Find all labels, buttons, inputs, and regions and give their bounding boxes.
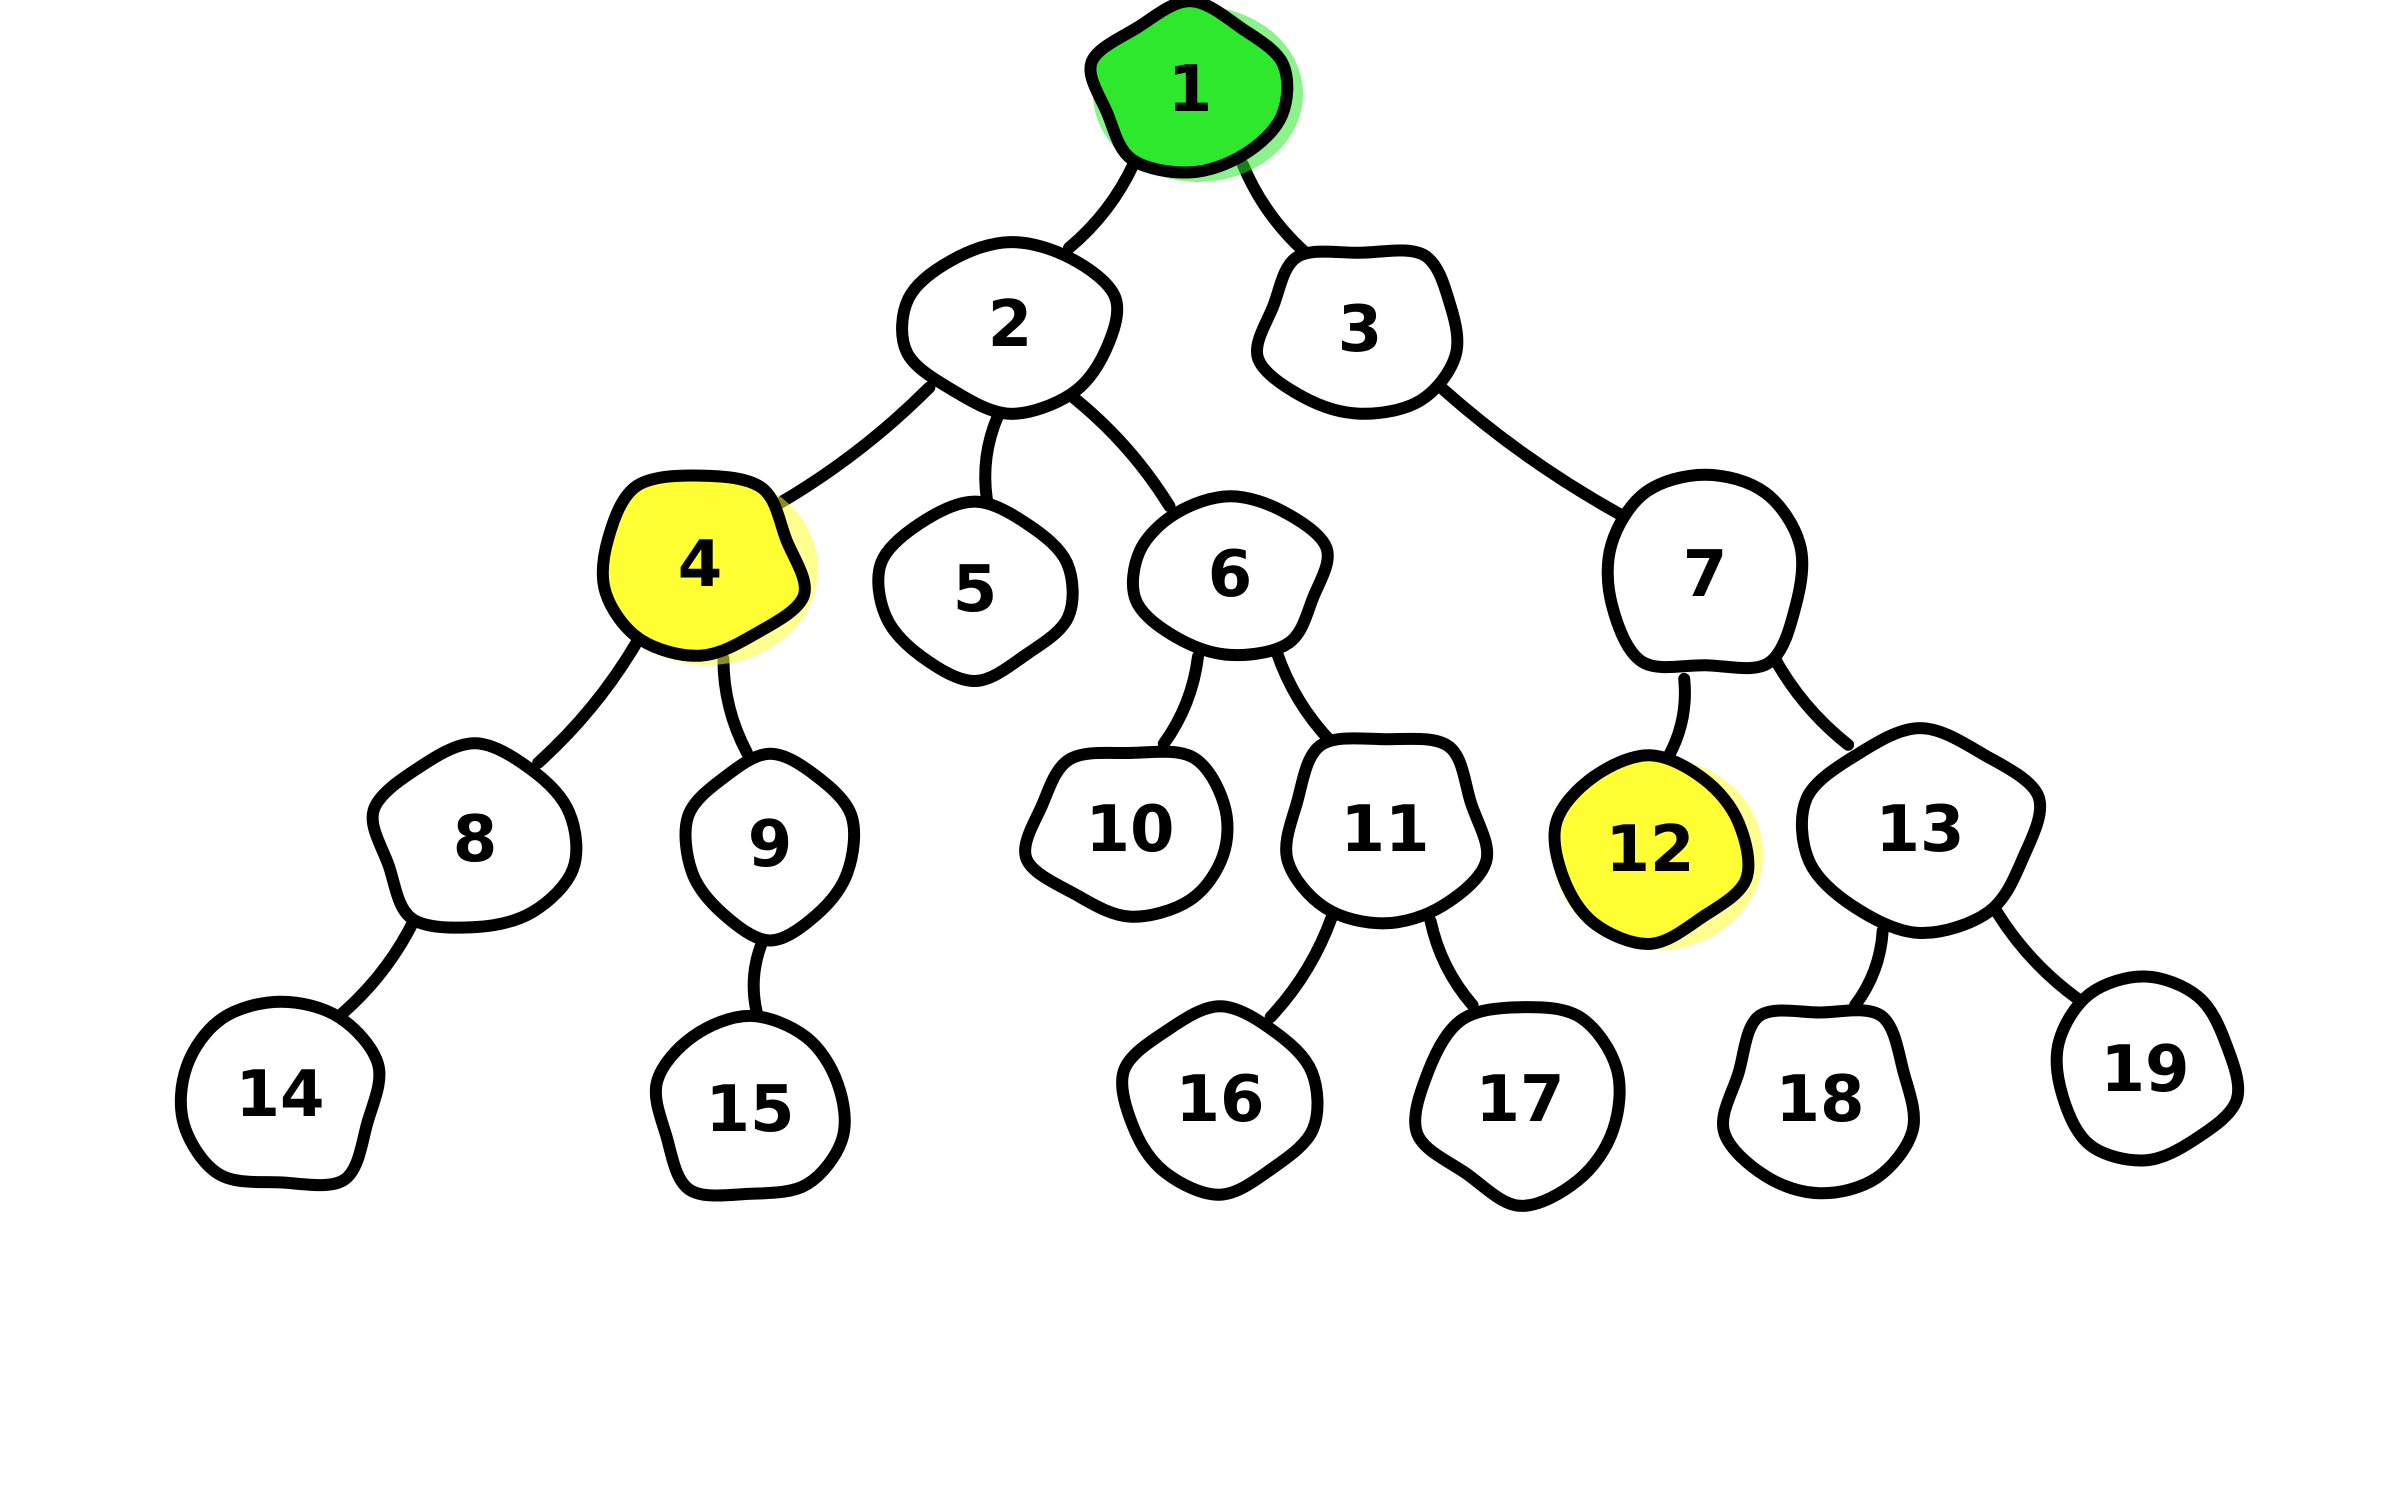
edge-11-17 <box>1424 915 1479 1012</box>
node-circle-1 <box>1084 0 1294 179</box>
node-circle-15 <box>649 1009 851 1202</box>
tree-node-7: 7 <box>1601 468 1809 675</box>
tree-node-9: 9 <box>679 747 861 947</box>
edge-2-4 <box>774 381 936 509</box>
tree-node-12: 12 <box>1548 749 1763 950</box>
tree-node-1: 1 <box>1084 0 1303 182</box>
node-label-17: 17 <box>1475 1063 1564 1137</box>
edge-7-12 <box>1662 672 1691 762</box>
node-label-9: 9 <box>748 808 793 882</box>
node-circle-6 <box>1126 490 1334 662</box>
edge-2-6 <box>1068 392 1176 513</box>
edge-13-18 <box>1849 924 1889 1012</box>
tree-node-11: 11 <box>1280 732 1494 930</box>
node-label-10: 10 <box>1085 793 1174 867</box>
node-label-14: 14 <box>235 1058 324 1132</box>
node-label-12: 12 <box>1605 813 1694 887</box>
edge-6-11 <box>1270 645 1338 749</box>
tree-node-16: 16 <box>1116 1000 1324 1201</box>
node-label-15: 15 <box>705 1073 794 1147</box>
edge-4-8 <box>532 636 643 769</box>
edge-4-9 <box>717 652 753 759</box>
edge-13-19 <box>1990 905 2086 1006</box>
node-label-8: 8 <box>453 803 498 877</box>
edge-layer <box>336 157 2086 1023</box>
node-circle-8 <box>366 737 583 934</box>
node-circle-14 <box>174 995 386 1192</box>
node-label-16: 16 <box>1175 1063 1264 1137</box>
node-label-7: 7 <box>1683 538 1728 612</box>
node-circle-19 <box>2050 970 2245 1167</box>
edge-2-5 <box>979 409 1005 506</box>
tree-node-18: 18 <box>1717 1004 1920 1200</box>
tree-node-10: 10 <box>1019 745 1234 923</box>
node-circle-12 <box>1548 749 1755 950</box>
tree-node-8: 8 <box>366 737 583 934</box>
node-circle-9 <box>679 747 861 947</box>
tree-node-5: 5 <box>872 495 1079 687</box>
tree-node-3: 3 <box>1250 244 1464 420</box>
edge-7-13 <box>1767 650 1855 751</box>
node-label-5: 5 <box>953 553 998 627</box>
tree-node-2: 2 <box>896 236 1124 420</box>
node-circle-3 <box>1250 244 1464 420</box>
node-label-13: 13 <box>1875 793 1964 867</box>
node-label-3: 3 <box>1338 293 1383 367</box>
tree-node-13: 13 <box>1795 722 2047 940</box>
tree-node-17: 17 <box>1409 1001 1626 1212</box>
edge-3-7 <box>1435 382 1625 520</box>
edge-11-16 <box>1264 911 1338 1023</box>
node-circle-18 <box>1717 1004 1920 1200</box>
node-label-11: 11 <box>1340 793 1429 867</box>
tree-node-19: 19 <box>2050 970 2245 1167</box>
tree-node-14: 14 <box>174 995 386 1192</box>
node-label-6: 6 <box>1208 538 1253 612</box>
node-circle-4 <box>596 469 811 662</box>
edge-9-15 <box>747 934 769 1021</box>
edge-6-10 <box>1157 650 1204 750</box>
node-label-18: 18 <box>1775 1063 1864 1137</box>
node-circle-16 <box>1116 1000 1324 1201</box>
tree-node-6: 6 <box>1126 490 1334 662</box>
node-circle-13 <box>1795 722 2047 940</box>
edge-1-3 <box>1237 158 1311 259</box>
node-label-4: 4 <box>678 528 723 602</box>
node-circle-7 <box>1601 468 1809 675</box>
tree-node-4: 4 <box>596 469 818 665</box>
node-circle-5 <box>872 495 1079 687</box>
node-circle-17 <box>1409 1001 1626 1212</box>
edge-1-2 <box>1063 157 1140 254</box>
node-circle-2 <box>896 236 1124 420</box>
edge-8-14 <box>336 912 421 1020</box>
node-label-19: 19 <box>2100 1033 2189 1107</box>
node-label-1: 1 <box>1168 53 1213 127</box>
node-label-2: 2 <box>988 288 1033 362</box>
tree-node-15: 15 <box>649 1009 851 1202</box>
node-circle-11 <box>1280 732 1494 930</box>
node-circle-10 <box>1019 745 1234 923</box>
